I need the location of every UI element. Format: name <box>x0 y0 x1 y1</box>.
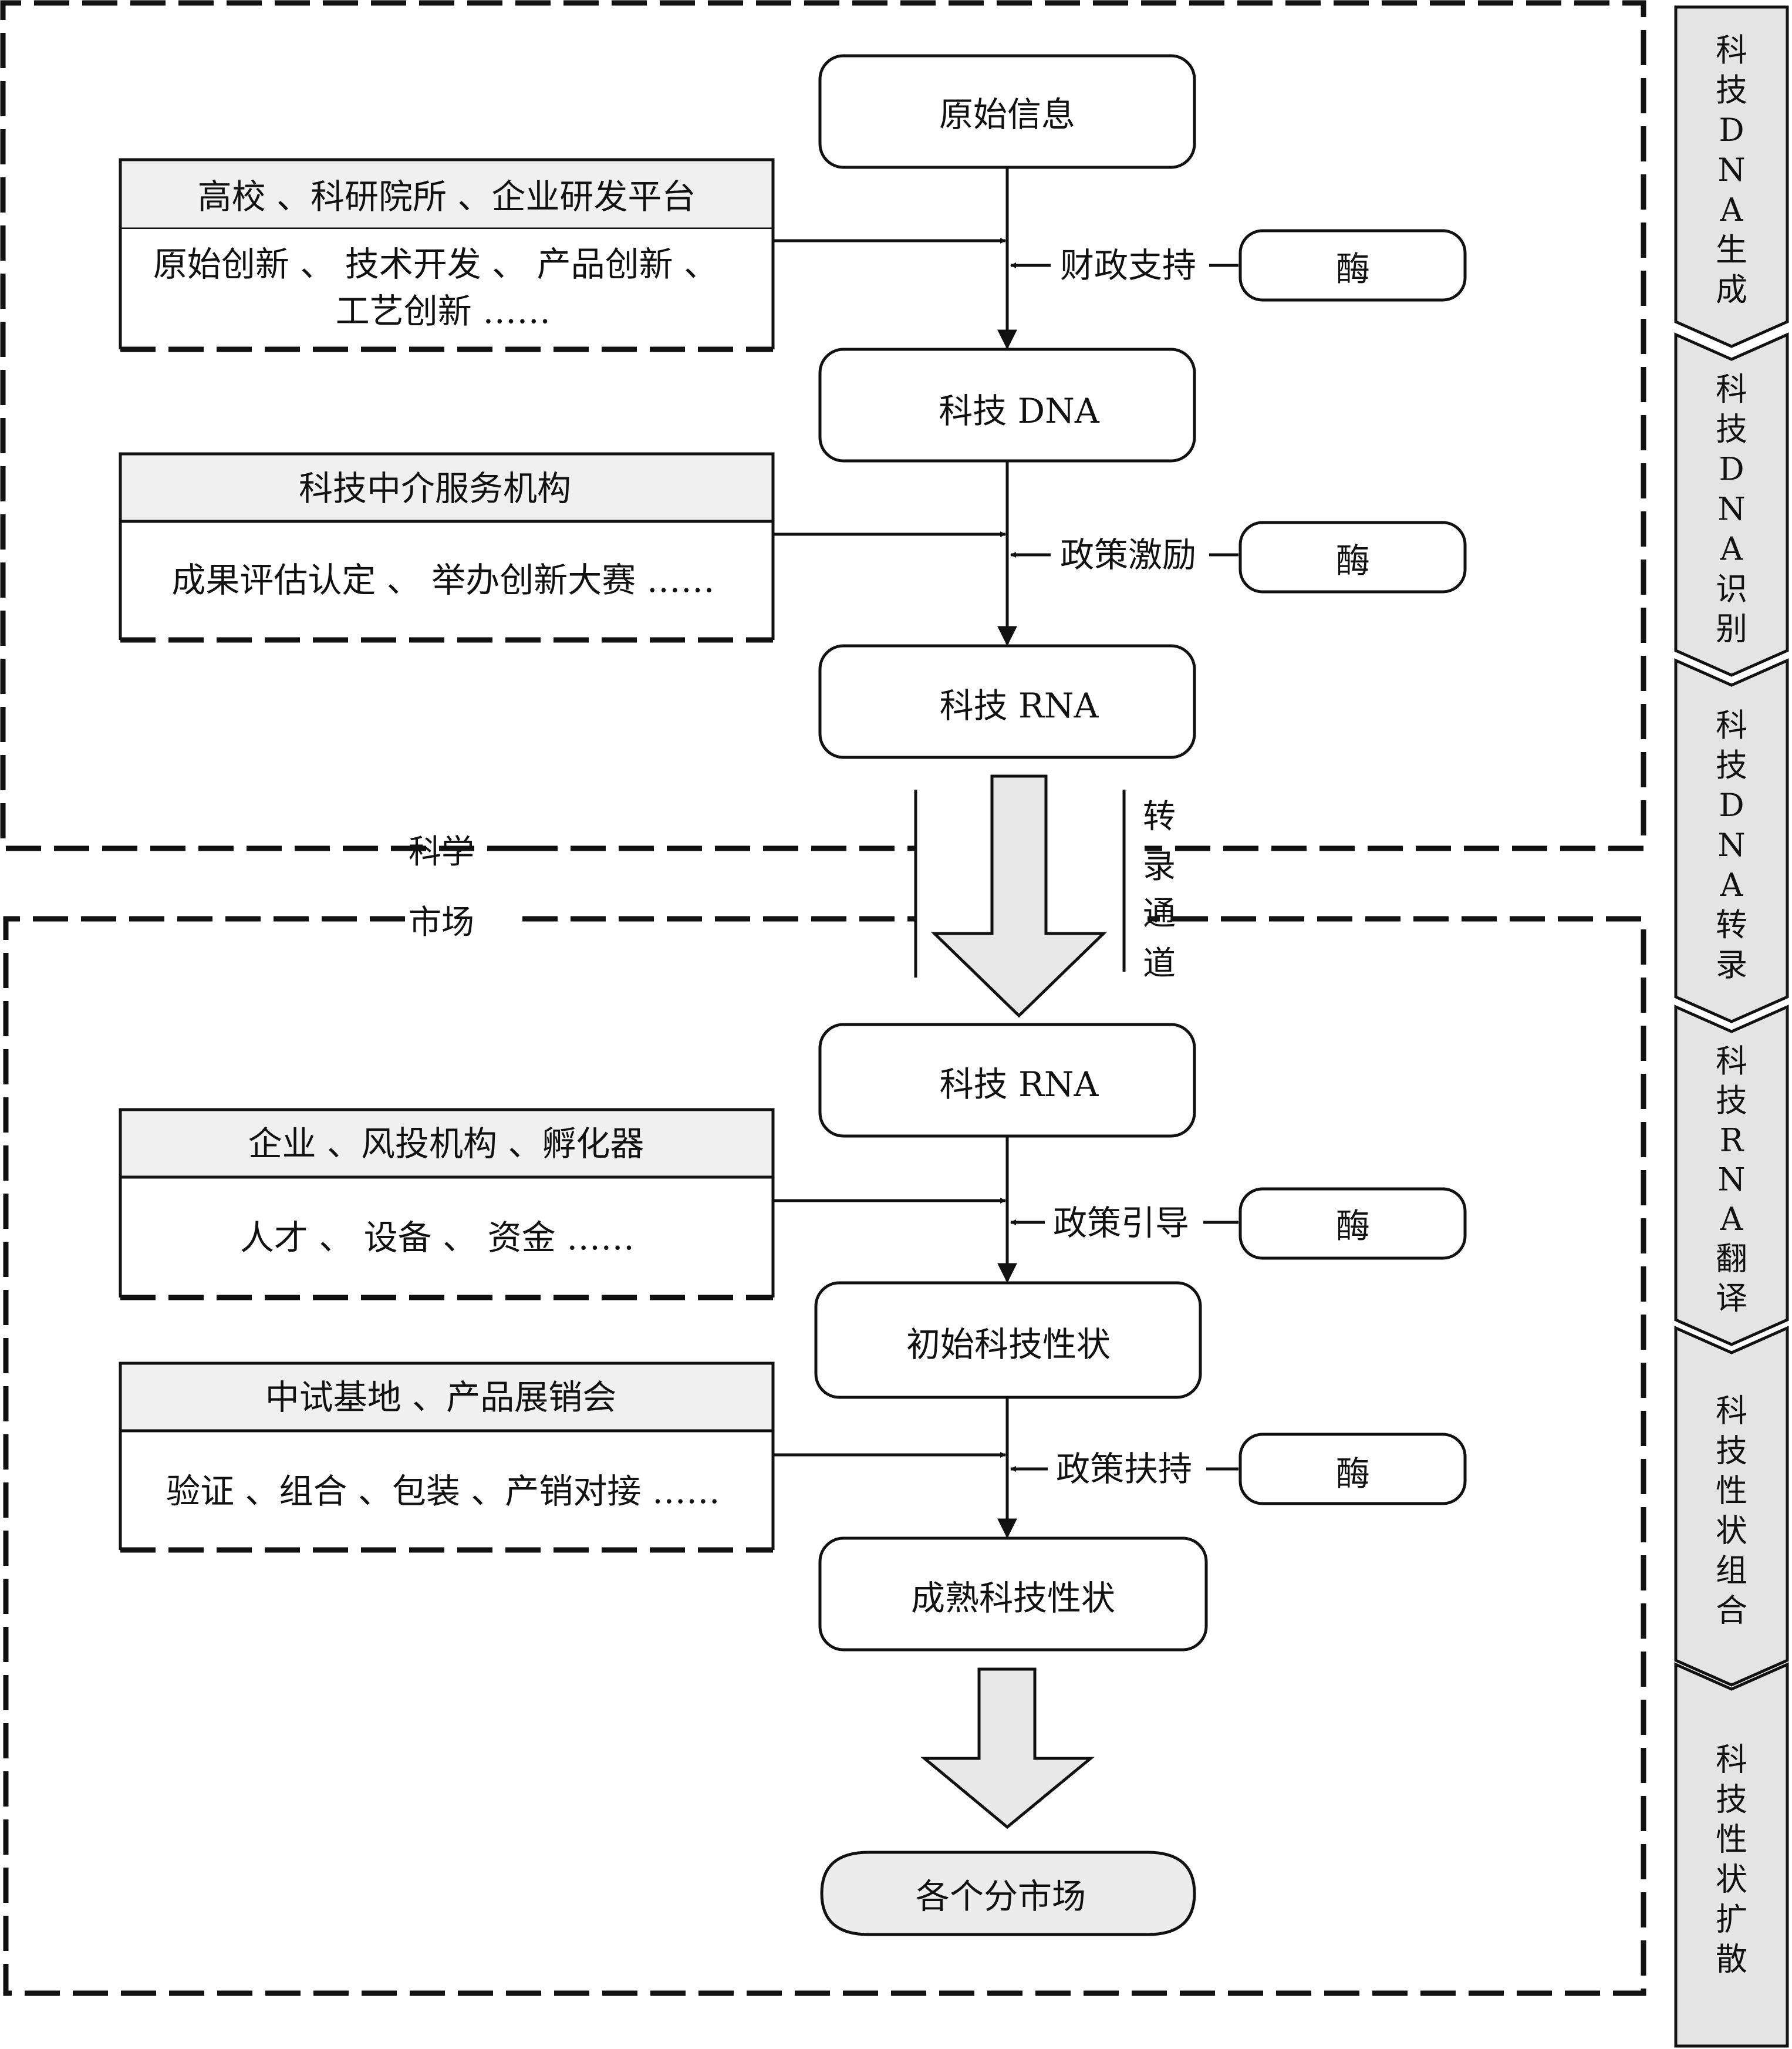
stage-chevron-2 <box>1674 332 1789 677</box>
side-box-intermediaries-line1: 成果评估认定 、 举办创新大赛 …… <box>171 560 714 600</box>
node-initial-traits: 初始科技性状 <box>814 1281 1202 1399</box>
policy-group-3: 政策引导 酶 <box>1010 1187 1467 1260</box>
node-tech-rna-bottom-label: 科技 RNA <box>940 1064 1099 1104</box>
stage-1-char: A <box>1720 191 1744 228</box>
side-box-intermediaries-header: 科技中介服务机构 <box>299 469 571 508</box>
stage-2-char: A <box>1720 530 1744 567</box>
transcription-char-3: 通 <box>1143 895 1176 933</box>
stage-1-char: D <box>1719 112 1744 149</box>
side-box-pilot-bases: 中试基地 、产品展销会 验证 、组合 、包装 、产销对接 …… <box>119 1361 775 1553</box>
stage-5-char: 合 <box>1716 1592 1747 1629</box>
stage-5-char: 性 <box>1716 1472 1747 1509</box>
stage-3-char: 科 <box>1716 707 1747 744</box>
stage-3-char: 技 <box>1716 747 1747 784</box>
stage-chevron-6 <box>1674 1662 1789 2048</box>
stage-6-char: 扩 <box>1716 1900 1747 1937</box>
stage-4-char: 译 <box>1716 1280 1747 1317</box>
stage-4-char: 技 <box>1716 1082 1747 1119</box>
science-label: 科学 <box>409 833 474 871</box>
node-markets-label: 各个分市场 <box>916 1876 1086 1916</box>
stage-2-char: 技 <box>1716 410 1747 447</box>
node-tech-dna-label: 科技 DNA <box>939 391 1100 431</box>
stage-2-char: D <box>1719 450 1744 487</box>
stage-2-char: 别 <box>1716 610 1747 647</box>
enzyme-label-1: 酶 <box>1336 249 1370 289</box>
node-tech-rna-top: 科技 RNA <box>818 644 1196 759</box>
market-label: 市场 <box>409 904 474 942</box>
node-original-info: 原始信息 <box>818 54 1196 169</box>
stage-1-char: N <box>1717 151 1745 188</box>
node-original-info-label: 原始信息 <box>939 95 1075 134</box>
stage-chevron-4 <box>1674 1005 1789 1346</box>
node-tech-rna-top-label: 科技 RNA <box>940 686 1099 726</box>
stage-5-char: 科 <box>1716 1392 1747 1429</box>
side-box-universities-line1: 原始创新 、 技术开发 、 产品创新 、 <box>153 244 718 284</box>
side-box-universities-header: 高校 、科研院所 、企业研发平台 <box>198 177 696 217</box>
stage-1-char: 成 <box>1716 271 1747 308</box>
enzyme-label-2: 酶 <box>1336 541 1370 581</box>
market-region <box>3 916 1646 1996</box>
stage-chevron-3 <box>1674 658 1789 1023</box>
policy-group-1: 财政支持 酶 <box>1010 229 1467 302</box>
side-box-universities-line2: 工艺创新 …… <box>336 291 551 331</box>
stage-3-char: D <box>1719 787 1744 824</box>
side-box-intermediaries: 科技中介服务机构 成果评估认定 、 举办创新大赛 …… <box>119 452 775 643</box>
policy-label-fiscal-support: 财政支持 <box>1060 245 1196 285</box>
transcription-char-1: 转 <box>1143 798 1176 836</box>
stage-4-char: 翻 <box>1716 1240 1747 1277</box>
stage-6-char: 散 <box>1716 1940 1747 1977</box>
node-tech-rna-bottom: 科技 RNA <box>818 1023 1196 1138</box>
stage-4-char: A <box>1720 1201 1744 1238</box>
stage-5-char: 状 <box>1716 1512 1747 1549</box>
stage-2-char: 识 <box>1716 570 1747 607</box>
side-box-enterprises: 企业 、风投机构 、孵化器 人才 、 设备 、 资金 …… <box>119 1108 775 1300</box>
stage-3-char: 转 <box>1716 906 1747 943</box>
market-arrow <box>920 1667 1095 1829</box>
stage-6-char: 技 <box>1716 1781 1747 1818</box>
side-box-enterprises-header: 企业 、风投机构 、孵化器 <box>248 1124 644 1164</box>
stage-chevron-5 <box>1674 1326 1789 1687</box>
side-box-pilot-bases-header: 中试基地 、产品展销会 <box>265 1377 616 1417</box>
stage-3-char: N <box>1717 827 1745 864</box>
stage-5-char: 技 <box>1716 1432 1747 1469</box>
stage-6-char: 状 <box>1716 1861 1747 1898</box>
stage-2-char: 科 <box>1716 370 1747 407</box>
enzyme-label-4: 酶 <box>1336 1454 1370 1494</box>
node-mature-traits: 成熟科技性状 <box>818 1536 1208 1652</box>
side-box-pilot-bases-line1: 验证 、组合 、包装 、产销对接 …… <box>166 1471 720 1511</box>
transcription-char-4: 道 <box>1143 945 1176 983</box>
policy-group-4: 政策扶持 酶 <box>1010 1433 1467 1505</box>
stage-5-char: 组 <box>1716 1552 1747 1589</box>
policy-label-incentive: 政策激励 <box>1060 535 1196 575</box>
science-region <box>0 0 1646 851</box>
policy-label-guidance: 政策引导 <box>1053 1203 1189 1243</box>
enzyme-label-3: 酶 <box>1336 1206 1370 1246</box>
node-markets: 各个分市场 <box>820 1851 1196 1936</box>
node-tech-dna: 科技 DNA <box>818 348 1196 463</box>
node-mature-traits-label: 成熟科技性状 <box>911 1578 1115 1618</box>
stage-4-char: R <box>1720 1121 1744 1158</box>
transcription-arrow <box>930 774 1108 1018</box>
stage-1-char: 技 <box>1716 72 1747 109</box>
transcription-char-2: 录 <box>1143 848 1176 886</box>
stage-2-char: N <box>1717 490 1745 527</box>
side-box-universities: 高校 、科研院所 、企业研发平台 原始创新 、 技术开发 、 产品创新 、 工艺… <box>119 158 775 352</box>
stage-4-char: 科 <box>1716 1043 1747 1080</box>
stage-chevron-1 <box>1674 5 1789 348</box>
stage-1-char: 生 <box>1716 231 1747 268</box>
stage-3-char: 录 <box>1716 946 1747 983</box>
policy-group-2: 政策激励 酶 <box>1010 521 1467 594</box>
policy-label-support: 政策扶持 <box>1056 1449 1192 1489</box>
stage-6-char: 科 <box>1716 1741 1747 1778</box>
node-initial-traits-label: 初始科技性状 <box>906 1325 1111 1364</box>
stage-3-char: A <box>1720 867 1744 904</box>
side-box-enterprises-line1: 人才 、 设备 、 资金 …… <box>240 1218 635 1258</box>
stage-4-char: N <box>1717 1161 1745 1198</box>
stage-6-char: 性 <box>1716 1821 1747 1858</box>
stage-1-char: 科 <box>1716 32 1747 69</box>
